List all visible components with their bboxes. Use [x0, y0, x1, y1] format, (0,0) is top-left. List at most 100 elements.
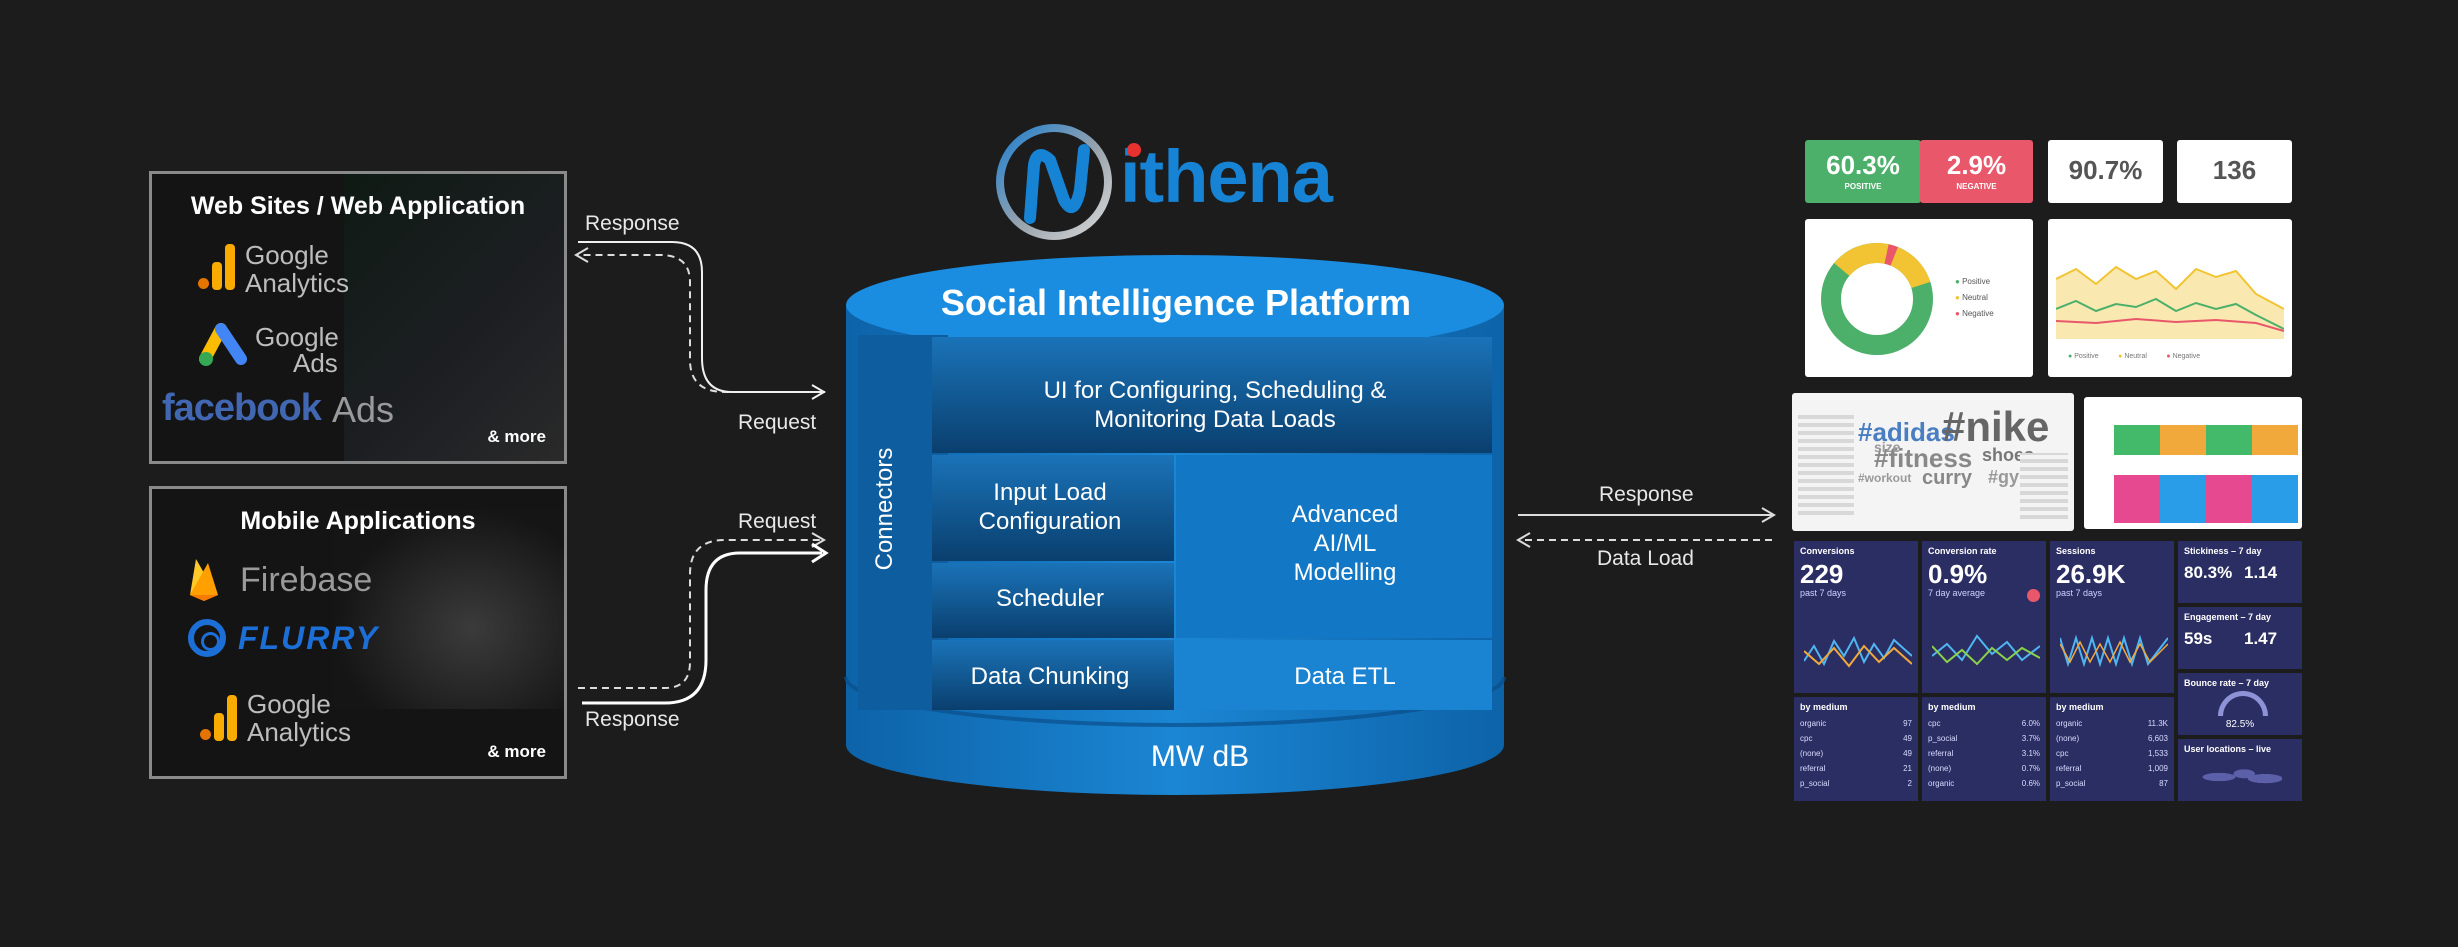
- cloud-word-curry: curry: [1922, 467, 1973, 489]
- mobile-response-arrow: [582, 551, 822, 705]
- advanced-ai-panel: Advanced AI/ML Modelling: [1291, 501, 1399, 586]
- medium-row: (none)6,603: [2056, 734, 2168, 743]
- input-load-panel: Input Load Configuration: [978, 479, 1122, 535]
- mobile-ga-text-2: Analytics: [247, 717, 352, 747]
- medium-title-3: by medium: [2056, 702, 2104, 712]
- mobile-ga-text-1: Google: [247, 689, 331, 719]
- rate-value: 0.9%: [1928, 559, 1988, 589]
- locations-tile: User locations – live: [2178, 739, 2302, 801]
- sessions-tile: Sessions 26.9K past 7 days: [2050, 541, 2174, 693]
- bounce-gauge-icon: [2218, 691, 2268, 716]
- google-analytics-text-2: Analytics: [245, 268, 350, 298]
- engagement-a: 59s: [2184, 629, 2213, 648]
- ui-config-panel: UI for Configuring, Scheduling & Monitor…: [1043, 377, 1387, 433]
- kpi-mentions-value: 136: [2212, 155, 2257, 185]
- logo-i-dot: [1127, 143, 1141, 157]
- kpi-net-card: 90.7%: [2048, 140, 2163, 203]
- engagement-tile: Engagement – 7 day 59s 1.47: [2178, 607, 2302, 669]
- phone-background: [334, 509, 564, 709]
- cloud-word-fitness: #fitness: [1874, 443, 1973, 473]
- sessions-sparkline: [2060, 634, 2168, 668]
- medium-title-2: by medium: [1928, 702, 1976, 712]
- rate-sub: 7 day average: [1928, 588, 1986, 598]
- mobile-sources-box: Mobile Applications Firebase FLURRY Goog…: [149, 486, 567, 779]
- kpi-positive-label: POSITIVE: [1844, 182, 1882, 191]
- web-request-arrow: [578, 241, 822, 393]
- color-table-card: [2084, 397, 2302, 529]
- facebook-text: facebook: [162, 387, 322, 429]
- stickiness-a: 80.3%: [2184, 563, 2233, 582]
- stickiness-title: Stickiness – 7 day: [2184, 546, 2262, 556]
- conversions-sub: past 7 days: [1800, 588, 1847, 598]
- platform-title: Social Intelligence Platform: [940, 282, 1412, 323]
- table-blue-band: [2114, 475, 2298, 523]
- mobile-sources-title: Mobile Applications: [240, 507, 476, 535]
- bounce-value: 82.5%: [2225, 719, 2255, 730]
- donut-chart: [1821, 243, 1933, 355]
- bounce-title: Bounce rate – 7 day: [2184, 678, 2270, 688]
- mobile-response-label: Response: [585, 708, 680, 731]
- bounce-tile: Bounce rate – 7 day 82.5%: [2178, 673, 2302, 735]
- kpi-negative-value: 2.9%: [1946, 150, 2007, 180]
- code-background: [344, 174, 564, 461]
- medium-row: (none)49: [1800, 749, 1912, 758]
- word-cloud-card: #adidas #nike #fitness shoes size curry …: [1792, 393, 2074, 531]
- out-data-load-label: Data Load: [1597, 547, 1694, 570]
- conversion-rate-tile: Conversion rate 0.9% 7 day average: [1922, 541, 2046, 693]
- google-analytics-text-1: Google: [245, 240, 329, 270]
- logo-wordmark: ithena: [1120, 135, 1333, 218]
- kpi-positive-card: 60.3% POSITIVE: [1805, 140, 1921, 203]
- cloud-word-nike: #nike: [1942, 403, 2050, 450]
- firebase-icon: [188, 557, 220, 606]
- rate-title: Conversion rate: [1928, 546, 1997, 556]
- data-etl-panel: Data ETL: [1294, 663, 1396, 690]
- google-analytics-icon: [198, 244, 238, 294]
- conversions-sparkline: [1804, 635, 1912, 668]
- sentiment-time-card: ● Positive ● Neutral ● Negative: [2048, 219, 2292, 377]
- cloud-word-size: size: [1874, 439, 1901, 455]
- cloud-noise: [1798, 415, 1854, 515]
- google-ads-text-2: Ads: [293, 348, 338, 378]
- google-ads-text-1: Google: [255, 322, 339, 352]
- conversions-value: 229: [1800, 559, 1844, 589]
- google-ads-icon: [197, 317, 253, 367]
- web-sources-box: Web Sites / Web Application Google Analy…: [149, 171, 567, 464]
- cloud-word-adidas: #adidas: [1858, 417, 1955, 447]
- rate-sparkline: [1932, 634, 2040, 666]
- mobile-more-label: & more: [487, 742, 546, 761]
- medium-title-1: by medium: [1800, 702, 1848, 712]
- platform-cylinder: [844, 255, 1506, 795]
- engagement-title: Engagement – 7 day: [2184, 612, 2272, 622]
- table-green-band: [2114, 425, 2298, 455]
- kpi-negative-card: 2.9% NEGATIVE: [1920, 140, 2033, 203]
- locations-title: User locations – live: [2184, 744, 2272, 754]
- mobile-request-arrow: [578, 539, 822, 689]
- cloud-noise-right: [2020, 453, 2068, 519]
- web-response-label: Response: [585, 212, 680, 235]
- medium-row: (none)0.7%: [1928, 764, 2040, 773]
- conversions-tile: Conversions 229 past 7 days: [1794, 541, 1918, 693]
- kpi-mentions-card: 136: [2177, 140, 2292, 203]
- scheduler-panel: Scheduler: [995, 585, 1105, 612]
- web-sources-title: Web Sites / Web Application: [190, 192, 526, 220]
- web-response-arrow: [578, 254, 825, 393]
- rate-alert-icon: [2027, 589, 2040, 602]
- engagement-b: 1.47: [2244, 629, 2278, 648]
- logo-mark-icon: [996, 124, 1112, 240]
- firebase-text: Firebase: [240, 561, 373, 599]
- sessions-value: 26.9K: [2056, 559, 2126, 589]
